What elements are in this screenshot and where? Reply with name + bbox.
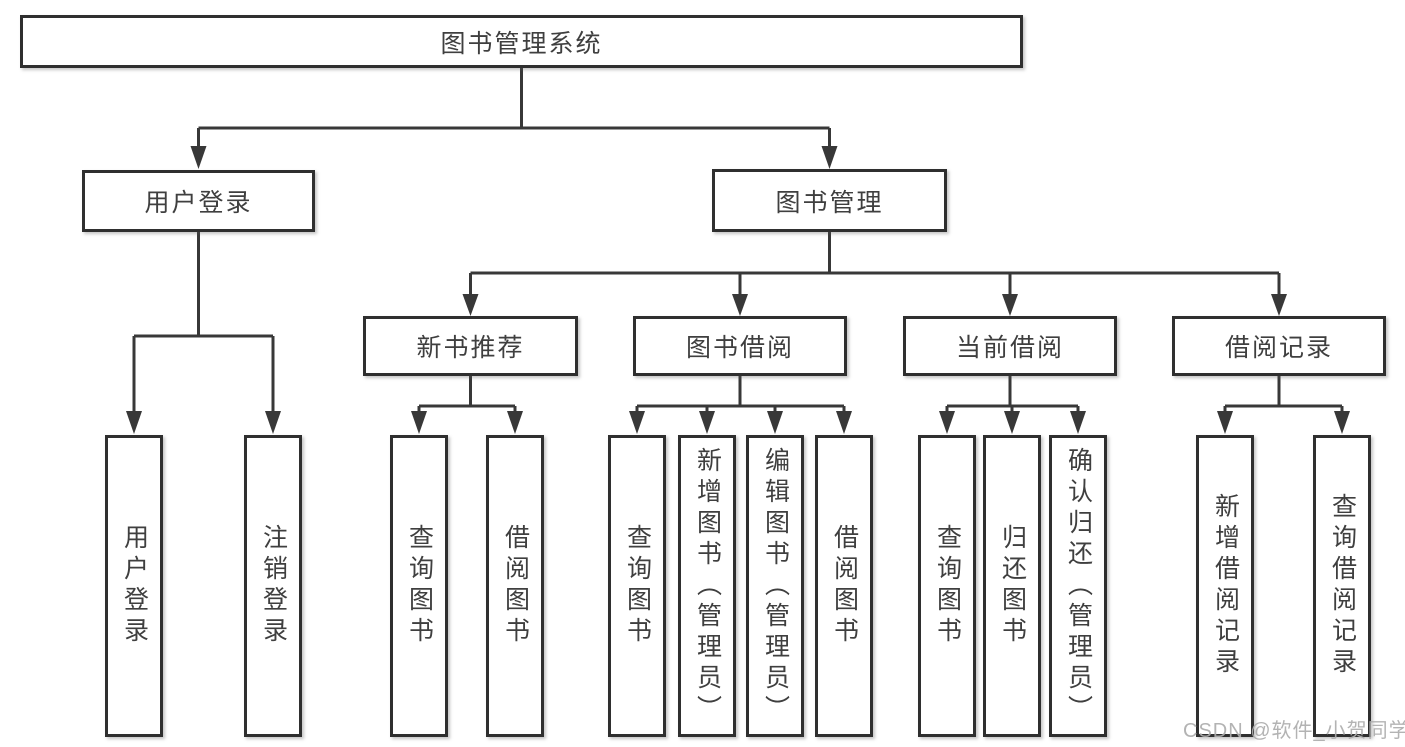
node-root-system: 图书管理系统 [20,15,1023,68]
leaf-query-books-recommend: 查询图书 [390,435,448,737]
leaf-borrow-books-recommend: 借阅图书 [486,435,544,737]
leaf-label: 借阅图书 [501,524,530,648]
node-current-borrow: 当前借阅 [903,316,1117,376]
node-label: 图书管理 [775,188,884,217]
leaf-confirm-return-admin: 确认归还（管理员） [1049,435,1107,737]
leaf-logout: 注销登录 [244,435,302,737]
leaf-return-books: 归还图书 [983,435,1041,737]
leaf-label: 编辑图书（管理员） [761,446,790,726]
leaf-edit-books-admin: 编辑图书（管理员） [746,435,804,737]
leaf-label: 查询图书 [405,524,434,648]
node-label: 借阅记录 [1224,334,1333,362]
node-label: 图书管理系统 [440,29,603,58]
node-label: 图书借阅 [685,334,794,362]
leaf-query-books-borrow: 查询图书 [608,435,666,737]
leaf-label: 借阅图书 [830,524,859,648]
leaf-label: 新增借阅记录 [1211,493,1240,679]
leaf-label: 用户登录 [120,524,149,648]
node-label: 当前借阅 [955,334,1064,362]
leaf-label: 归还图书 [998,524,1027,648]
leaf-label: 新增图书（管理员） [693,446,722,726]
node-book-borrow: 图书借阅 [633,316,847,376]
node-borrow-records: 借阅记录 [1172,316,1386,376]
node-label: 新书推荐 [416,334,525,362]
node-book-management: 图书管理 [712,169,947,232]
leaf-label: 查询图书 [623,524,652,648]
node-label: 用户登录 [144,189,253,217]
leaf-add-books-admin: 新增图书（管理员） [678,435,736,737]
leaf-borrow-books: 借阅图书 [815,435,873,737]
leaf-label: 查询图书 [933,524,962,648]
leaf-label: 查询借阅记录 [1328,493,1357,679]
leaf-label: 注销登录 [259,524,288,648]
leaf-query-books-current: 查询图书 [918,435,976,737]
node-new-book-recommend: 新书推荐 [363,316,578,376]
csdn-watermark: CSDN @软件_小贺同学 [1183,720,1405,742]
leaf-user-login: 用户登录 [105,435,163,737]
leaf-add-borrow-record: 新增借阅记录 [1196,435,1254,737]
node-user-login: 用户登录 [82,170,315,232]
leaf-query-borrow-record: 查询借阅记录 [1313,435,1371,737]
leaf-label: 确认归还（管理员） [1064,446,1093,726]
